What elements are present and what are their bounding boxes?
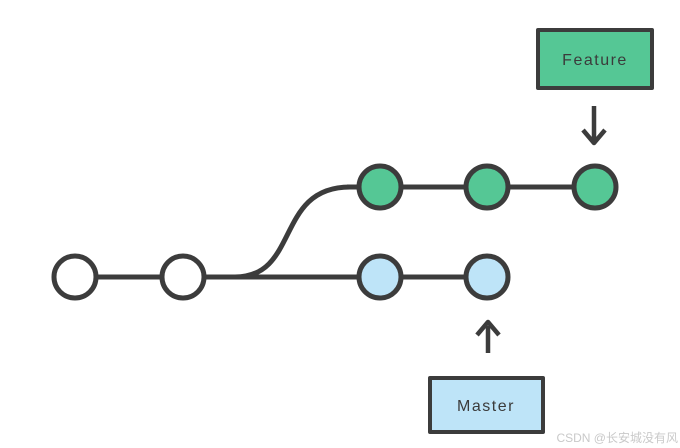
arrow-down-icon [581,106,607,146]
commit-node-master-1 [356,253,404,301]
commit-node-feature-1 [356,163,404,211]
commit-node-master-2 [463,253,511,301]
commit-node-base-2 [159,253,207,301]
master-label: Master [457,398,515,415]
arrow-up-icon [475,319,501,353]
commit-node-feature-2 [463,163,511,211]
commit-node-base-1 [51,253,99,301]
watermark: CSDN @长安城没有风 [556,430,678,445]
master-label-box [428,376,545,434]
feature-label-box [536,28,654,90]
feature-label: Feature [562,52,628,69]
commit-node-feature-3 [571,163,619,211]
branch-fork-curve [234,184,351,280]
diagram-labels: Feature Master CSDN @长安城没有风 [457,52,678,445]
diagram-strokes [51,28,654,434]
